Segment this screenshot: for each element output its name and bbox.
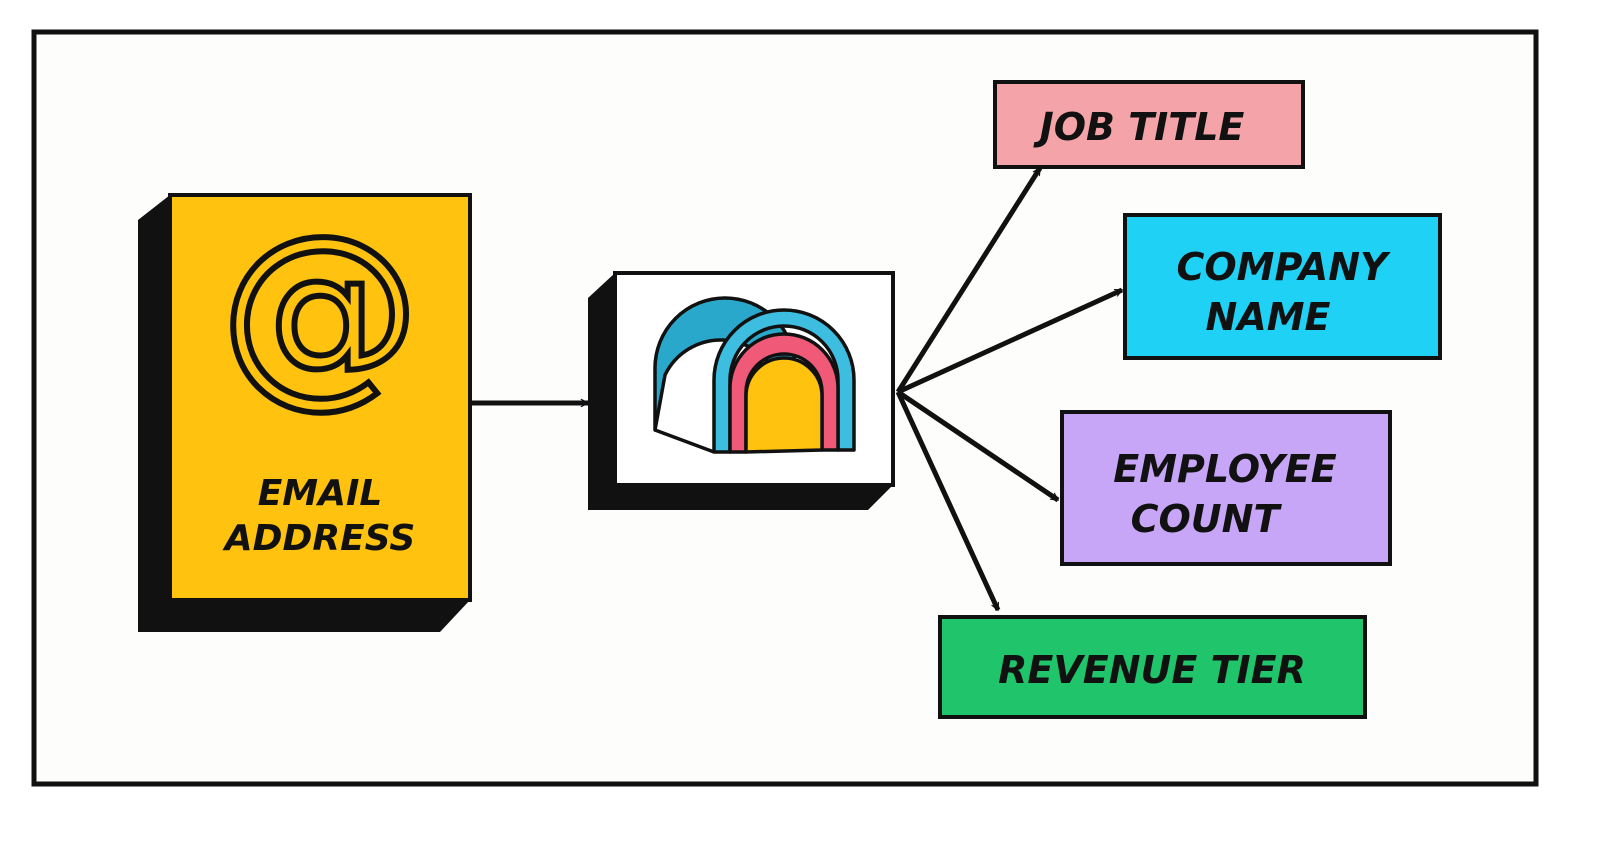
employee-count-box: EMPLOYEE COUNT [1060, 410, 1392, 566]
employee-count-bg [1060, 410, 1392, 566]
email-card-face [168, 193, 472, 602]
company-name-label-line1: COMPANY [1176, 245, 1391, 289]
arrow-to-revenue-tier [895, 390, 1001, 612]
company-name-label-line2: NAME [1206, 295, 1331, 339]
revenue-tier-box: REVENUE TIER [938, 615, 1367, 719]
at-sign-icon: @ [220, 193, 420, 426]
company-name-box: COMPANY NAME [1123, 213, 1442, 360]
processor-card [588, 271, 895, 510]
employee-count-label-line2: COUNT [1131, 497, 1283, 541]
job-title-label: JOB TITLE [1033, 105, 1245, 149]
arrow-to-company-name [896, 287, 1124, 395]
output-arrows [895, 166, 1124, 612]
revenue-tier-label: REVENUE TIER [998, 648, 1306, 692]
rainbow-arch-icon [653, 296, 856, 454]
job-title-bg [993, 80, 1305, 169]
job-title-box: JOB TITLE [993, 80, 1305, 169]
email-address-card: @ EMAIL ADDRESS [138, 190, 472, 632]
company-name-bg [1123, 213, 1442, 360]
arrow-to-job-title [895, 166, 1043, 394]
employee-count-label-line1: EMPLOYEE [1113, 447, 1336, 491]
revenue-tier-bg [938, 615, 1367, 719]
email-label-line1: EMAIL [258, 473, 383, 514]
email-label-line2: ADDRESS [222, 518, 416, 559]
arrow-to-employee-count [896, 389, 1060, 503]
